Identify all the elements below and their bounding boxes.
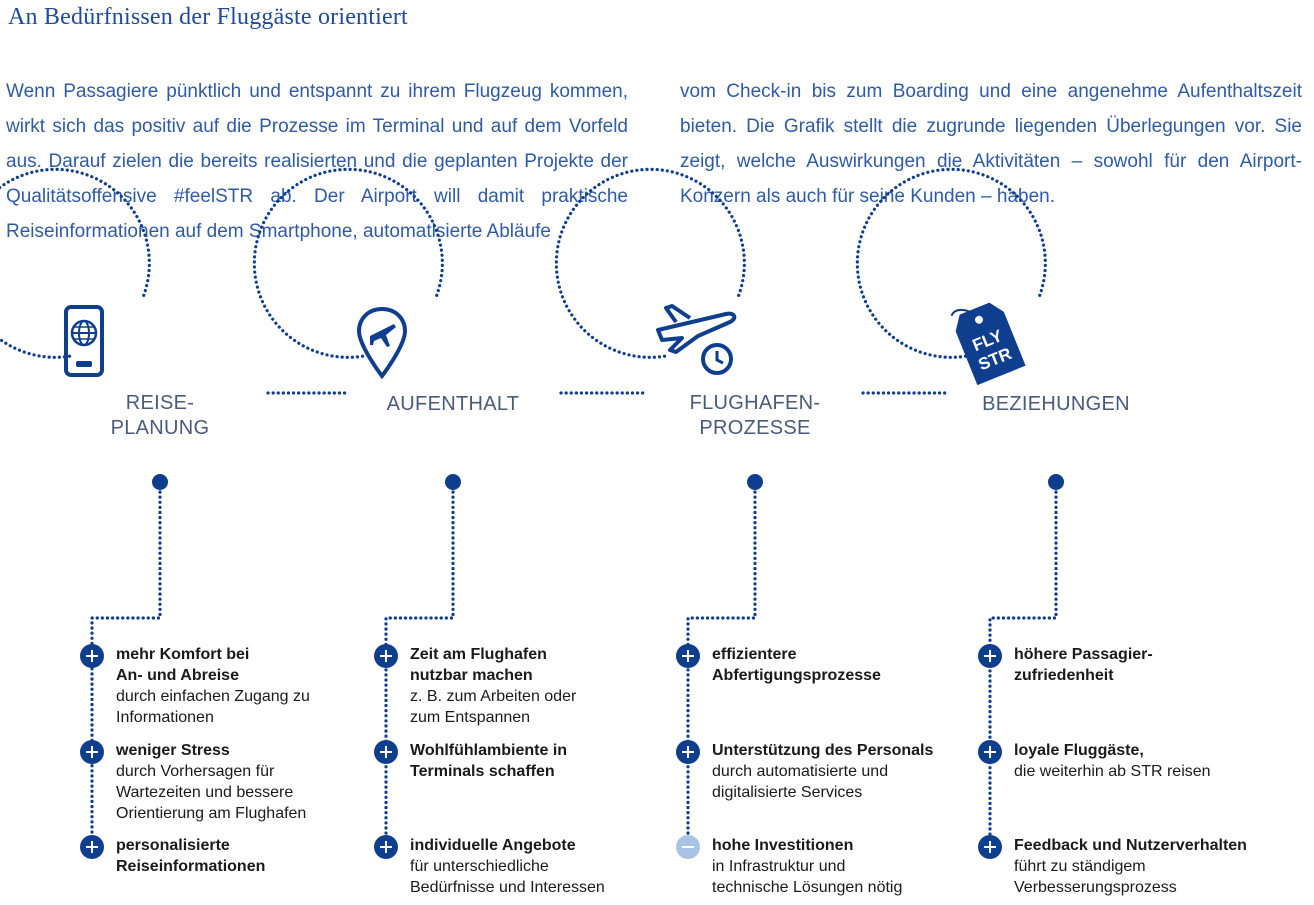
stage-branch-line — [384, 490, 455, 849]
impact-item: Feedback und Nutzerverhalten führt zu stä… — [1014, 835, 1264, 898]
stage-node — [1048, 474, 1064, 490]
stage-circle — [252, 167, 444, 359]
location-plane-icon — [356, 306, 408, 380]
impact-item: höhere Passagier- zufriedenheit — [1014, 644, 1264, 686]
stage-node — [747, 474, 763, 490]
impact-item-title: personalisierte Reiseinformationen — [116, 837, 266, 875]
stage-label: BEZIEHUNGEN — [982, 393, 1130, 415]
smartphone-globe-icon — [64, 305, 104, 377]
impact-item: personalisierte Reiseinformationen — [116, 835, 366, 877]
impact-item-title: individuelle Angebote — [410, 837, 576, 854]
impact-item: effizientere Abfertigungsprozesse — [712, 644, 962, 686]
impact-item-description: für unterschiedliche Bedürfnisse und Int… — [410, 858, 605, 896]
impact-item-description: die weiterhin ab STR reisen — [1014, 763, 1211, 780]
impact-item: Wohlfühlambiente in Terminals schaffen — [410, 740, 660, 782]
impact-item-title: Zeit am Flughafen nutzbar machen — [410, 646, 547, 684]
impact-item-title: effizientere Abfertigungsprozesse — [712, 646, 881, 684]
impact-item-title: mehr Komfort bei An- und Abreise — [116, 646, 250, 684]
stage-label: FLUGHAFEN- PROZESSE — [689, 392, 821, 439]
impact-item-title: Unterstützung des Personals — [712, 742, 934, 759]
stage-circle — [0, 167, 151, 359]
stage-group — [252, 167, 461, 859]
stage-node — [445, 474, 461, 490]
impact-item: hohe Investitionen in Infrastruktur und t… — [712, 835, 962, 898]
intro-text-right: vom Check-in bis zum Boarding und eine a… — [680, 81, 1302, 207]
impact-item: weniger Stress durch Vorhersagen für Wart… — [116, 740, 366, 824]
stage-node — [152, 474, 168, 490]
stage-branch-line — [988, 490, 1058, 849]
impact-item-title: höhere Passagier- zufriedenheit — [1014, 646, 1153, 684]
impact-item: Unterstützung des Personals durch automat… — [712, 740, 962, 803]
plane-clock-icon — [656, 304, 737, 375]
impact-item-title: Wohlfühlambiente in Terminals schaffen — [410, 742, 568, 780]
impact-item: mehr Komfort bei An- und Abreise durch ei… — [116, 644, 366, 728]
stage-group — [554, 167, 763, 859]
impact-item-description: durch automatisierte und digitalisierte … — [712, 763, 889, 801]
stage-circle — [855, 167, 1047, 359]
stage-label: AUFENTHALT — [386, 393, 520, 415]
impact-item-description: durch einfachen Zugang zu Informationen — [116, 688, 310, 726]
impact-item-description: führt zu ständigem Verbesserungsprozess — [1014, 858, 1177, 896]
impact-item-title: loyale Fluggäste, — [1014, 742, 1144, 759]
stage-circle — [554, 167, 746, 359]
impact-item-description: durch Vorhersagen für Wartezeiten und be… — [116, 763, 307, 822]
impact-item-title: weniger Stress — [116, 742, 230, 759]
stage-branch-line — [686, 490, 757, 849]
impact-item: loyale Fluggäste, die weiterhin ab STR re… — [1014, 740, 1264, 782]
impact-item: Zeit am Flughafen nutzbar machen z. B. zu… — [410, 644, 660, 728]
impact-item-description: in Infrastruktur und technische Lösungen… — [712, 858, 903, 896]
impact-item-description: z. B. zum Arbeiten oder zum Entspannen — [410, 688, 577, 726]
stage-group — [0, 167, 168, 859]
impact-item-title: Feedback und Nutzerverhalten — [1014, 837, 1247, 854]
impact-item-title: hohe Investitionen — [712, 837, 854, 854]
stage-group — [855, 167, 1064, 859]
impact-item: individuelle Angebote für unterschiedlich… — [410, 835, 660, 898]
stage-label: REISE- PLANUNG — [110, 392, 210, 439]
page-title: An Bedürfnissen der Fluggäste orientiert — [8, 4, 408, 30]
